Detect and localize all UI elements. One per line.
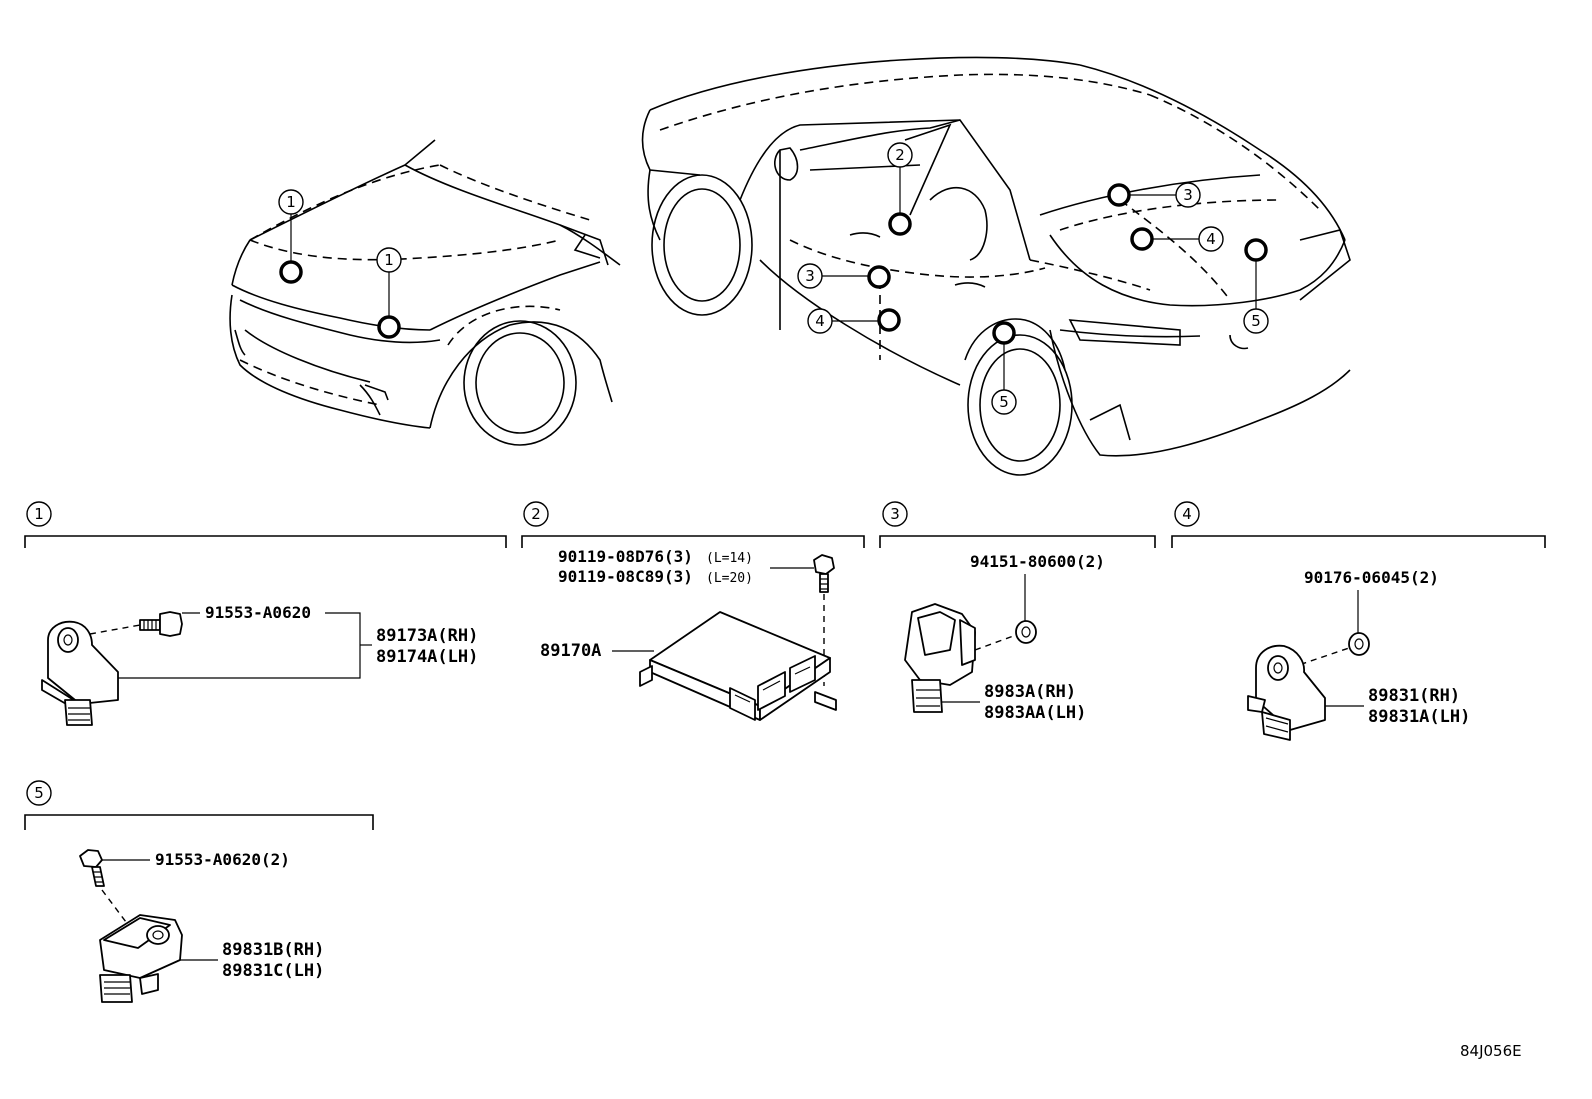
- callout-3b: 3: [1183, 186, 1193, 204]
- callout-4a: 4: [815, 312, 825, 330]
- part-89174A-LH: 89174A(LH): [376, 647, 478, 667]
- section-1-number: 1: [34, 505, 44, 523]
- section-5-number: 5: [34, 784, 44, 802]
- rear-vehicle-illustration: 2 3 4 5 3 4 5: [641, 56, 1351, 476]
- callout-2: 2: [895, 146, 905, 164]
- part-90176-06045: 90176-06045(2): [1304, 568, 1439, 587]
- part-89831A-LH: 89831A(LH): [1368, 707, 1470, 727]
- part-91553-A0620: 91553-A0620: [205, 603, 311, 622]
- part-90119-08D76: 90119-08D76(3): [558, 547, 693, 566]
- callout-1b: 1: [384, 251, 394, 269]
- part-89173A-RH: 89173A(RH): [376, 626, 478, 646]
- callout-1a: 1: [286, 193, 296, 211]
- bolt-91553-A0620-2: [79, 849, 105, 887]
- side-sensor-89831: [1247, 644, 1326, 741]
- diagram-code: 84J056E: [1460, 1042, 1522, 1060]
- nut-94151-80600: [1015, 620, 1037, 644]
- section-5: 5 91553-A0620(2) 89831B(RH) 89831C(LH): [24, 780, 374, 1003]
- airbag-sensor-module: [639, 611, 837, 721]
- callout-4b: 4: [1206, 230, 1216, 248]
- rear-sensor-89831B: [99, 914, 183, 1003]
- part-90119-08C89: 90119-08C89(3): [558, 567, 693, 586]
- part-8983A-RH: 8983A(RH): [984, 682, 1076, 702]
- part-89831-RH: 89831(RH): [1368, 686, 1460, 706]
- section-2-number: 2: [531, 505, 541, 523]
- bolt-90119: [813, 554, 835, 593]
- section-3: 3 94151-80600(2) 8983A(RH) 8983AA(LH): [879, 501, 1156, 723]
- length-L14: (L=14): [706, 551, 753, 566]
- part-91553-A0620-2: 91553-A0620(2): [155, 850, 290, 869]
- section-1: 1 91553-A0620 89173A(RH) 89174A(LH): [24, 501, 507, 726]
- section-4-number: 4: [1182, 505, 1192, 523]
- front-vehicle-illustration: 1 1: [229, 139, 621, 446]
- part-89170A: 89170A: [540, 641, 601, 661]
- callout-3a: 3: [805, 267, 815, 285]
- callout-5a: 5: [999, 393, 1009, 411]
- part-8983AA-LH: 8983AA(LH): [984, 703, 1086, 723]
- nut-90176-06045: [1348, 632, 1370, 656]
- side-airbag-sensor: [904, 603, 976, 713]
- section-2: 2 90119-08D76(3) (L=14) 90119-08C89(3) (…: [521, 501, 865, 721]
- section-4: 4 90176-06045(2) 89831(RH) 89831A(LH): [1171, 501, 1546, 741]
- part-94151-80600: 94151-80600(2): [970, 552, 1105, 571]
- front-airbag-sensor: [41, 620, 119, 726]
- length-L20: (L=20): [706, 571, 753, 586]
- part-89831C-LH: 89831C(LH): [222, 961, 324, 981]
- callout-5b: 5: [1251, 312, 1261, 330]
- part-89831B-RH: 89831B(RH): [222, 940, 324, 960]
- section-3-number: 3: [890, 505, 900, 523]
- bolt-91553-A0620: [139, 611, 183, 637]
